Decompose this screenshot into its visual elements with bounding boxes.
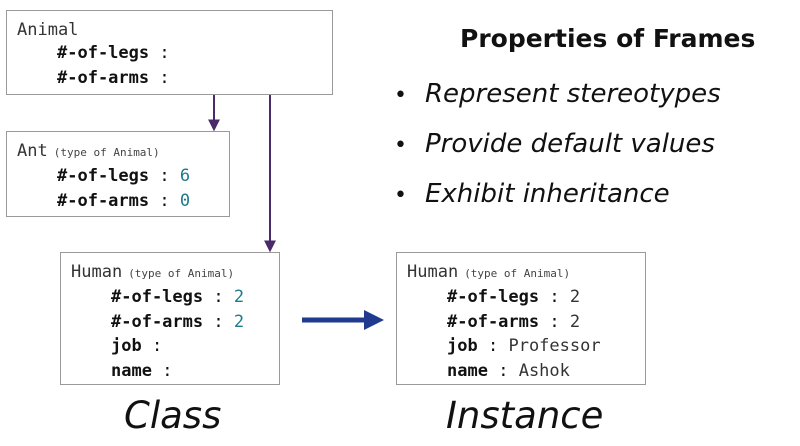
slot-separator: :: [487, 336, 499, 356]
slot-separator: :: [162, 360, 173, 381]
slot-value: Ashok: [518, 360, 570, 381]
frame-human-instance-title: Human (type of Animal): [407, 261, 645, 285]
slot-value: 2: [233, 287, 245, 307]
slot-key: #-of-arms: [57, 190, 150, 211]
slot-separator: :: [159, 166, 170, 186]
slot-animal-arms: #-of-arms :: [17, 66, 332, 91]
slot-human-class-arms: #-of-arms : 2: [71, 310, 279, 335]
frame-type-note: (type of Animal): [128, 267, 235, 280]
slot-key: name: [111, 360, 152, 381]
slot-key: #-of-legs: [57, 166, 150, 186]
property-item: • Exhibit inheritance: [394, 170, 721, 220]
slot-separator: :: [213, 311, 224, 332]
frame-ant-title: Ant (type of Animal): [17, 140, 229, 164]
slot-separator: :: [151, 336, 163, 356]
slot-key: #-of-legs: [111, 287, 204, 307]
frame-type-note: (type of Animal): [53, 146, 160, 159]
slot-key: job: [447, 336, 478, 356]
slot-key: #-of-arms: [57, 67, 150, 88]
frame-human-class-title: Human (type of Animal): [71, 261, 279, 285]
slot-value: 6: [179, 166, 191, 186]
slot-ant-legs: #-of-legs : 6: [17, 164, 229, 189]
slot-key: #-of-legs: [57, 43, 150, 63]
slot-human-class-legs: #-of-legs : 2: [71, 285, 279, 310]
slot-key: job: [111, 336, 142, 356]
properties-list: • Represent stereotypes • Provide default …: [394, 70, 721, 220]
frame-ant: Ant (type of Animal) #-of-legs : 6 #-of-a…: [6, 131, 230, 217]
slot-separator: :: [549, 287, 560, 307]
slot-separator: :: [159, 67, 170, 88]
slot-value: 2: [233, 311, 245, 332]
slot-key: name: [447, 360, 488, 381]
slot-key: #-of-arms: [447, 311, 540, 332]
slot-human-class-name: name :: [71, 359, 279, 384]
slot-human-instance-name: name : Ashok: [407, 359, 645, 384]
caption-instance: Instance: [446, 394, 604, 437]
property-item: • Represent stereotypes: [394, 70, 721, 120]
property-text: Represent stereotypes: [424, 79, 721, 109]
slot-human-instance-legs: #-of-legs : 2: [407, 285, 645, 310]
bullet-icon: •: [394, 83, 407, 108]
frame-animal: Animal #-of-legs : #-of-arms :: [6, 10, 333, 95]
slot-key: #-of-legs: [447, 287, 540, 307]
slot-key: #-of-arms: [111, 311, 204, 332]
slot-animal-legs: #-of-legs :: [17, 41, 332, 66]
slot-value: 2: [569, 287, 581, 307]
frame-animal-title: Animal: [17, 19, 332, 41]
frame-title-text: Animal: [17, 20, 79, 40]
slot-human-class-job: job :: [71, 334, 279, 359]
frame-human-instance: Human (type of Animal) #-of-legs : 2 #-of…: [396, 252, 646, 385]
slot-value: 2: [569, 311, 581, 332]
bullet-icon: •: [394, 183, 407, 208]
slot-separator: :: [159, 43, 170, 63]
property-text: Exhibit inheritance: [424, 179, 670, 209]
slot-value: 0: [179, 190, 191, 211]
slot-value: Professor: [508, 336, 601, 356]
slot-ant-arms: #-of-arms : 0: [17, 189, 229, 214]
slot-separator: :: [549, 311, 560, 332]
frame-title-text: Human: [407, 262, 459, 282]
bullet-icon: •: [394, 133, 407, 158]
slot-human-instance-arms: #-of-arms : 2: [407, 310, 645, 335]
caption-class: Class: [124, 394, 222, 437]
slot-human-instance-job: job : Professor: [407, 334, 645, 359]
frame-human-class: Human (type of Animal) #-of-legs : 2 #-of…: [60, 252, 280, 385]
properties-title: Properties of Frames: [460, 24, 756, 53]
property-text: Provide default values: [424, 129, 715, 159]
frame-title-text: Ant: [17, 141, 48, 161]
slot-separator: :: [498, 360, 509, 381]
slot-separator: :: [213, 287, 224, 307]
frame-title-text: Human: [71, 262, 123, 282]
frame-type-note: (type of Animal): [464, 267, 571, 280]
slot-separator: :: [159, 190, 170, 211]
property-item: • Provide default values: [394, 120, 721, 170]
